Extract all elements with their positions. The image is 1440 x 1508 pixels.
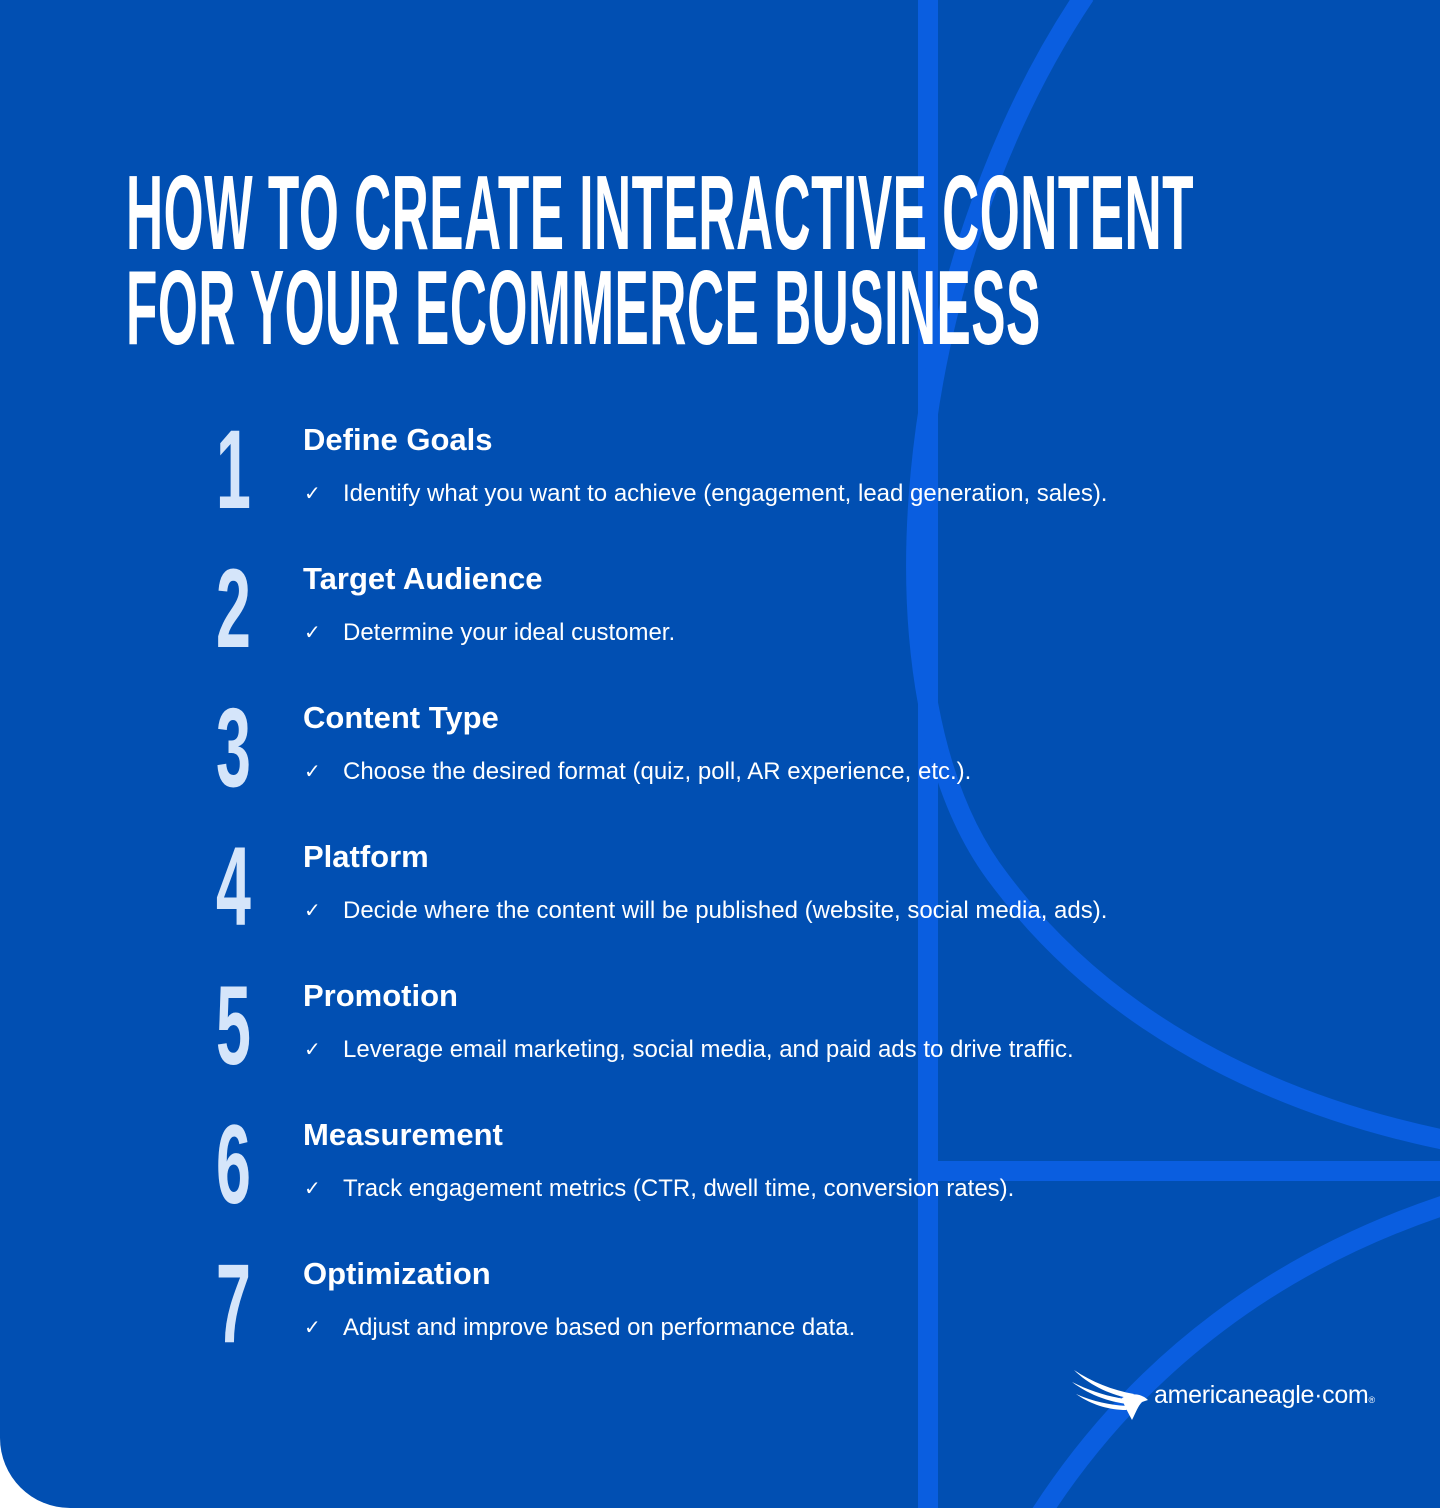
checkmark-icon: ✓ bbox=[304, 761, 321, 783]
step-heading: Target Audience bbox=[303, 561, 543, 596]
checkmark-icon: ✓ bbox=[304, 483, 321, 505]
step-4: 4 Platform ✓ Decide where the content wi… bbox=[0, 831, 1440, 969]
step-heading: Measurement bbox=[303, 1117, 503, 1152]
step-number: 4 bbox=[216, 824, 251, 949]
step-2: 2 Target Audience ✓ Determine your ideal… bbox=[0, 553, 1440, 691]
step-6: 6 Measurement ✓ Track engagement metrics… bbox=[0, 1109, 1440, 1247]
arc-top bbox=[906, 0, 1440, 1150]
step-heading: Define Goals bbox=[303, 422, 493, 457]
page-title-line-2: FOR YOUR ECOMMERCE BUSINESS bbox=[126, 249, 1041, 367]
americaneagle-logo: americaneagle·com ® bbox=[1072, 1368, 1375, 1422]
step-3: 3 Content Type ✓ Choose the desired form… bbox=[0, 692, 1440, 830]
step-heading: Optimization bbox=[303, 1256, 491, 1291]
eagle-icon bbox=[1072, 1370, 1148, 1420]
step-number: 6 bbox=[216, 1102, 251, 1227]
logo-text: americaneagle·com bbox=[1154, 1380, 1369, 1409]
step-heading: Promotion bbox=[303, 978, 458, 1013]
checkmark-icon: ✓ bbox=[304, 1178, 321, 1200]
step-description: Determine your ideal customer. bbox=[343, 619, 676, 646]
arc-bottom bbox=[1032, 1196, 1440, 1508]
checkmark-icon: ✓ bbox=[304, 900, 321, 922]
checkmark-icon: ✓ bbox=[304, 1039, 321, 1061]
step-number: 7 bbox=[216, 1241, 251, 1366]
step-description: Choose the desired format (quiz, poll, A… bbox=[343, 758, 972, 785]
step-description: Adjust and improve based on performance … bbox=[343, 1314, 856, 1341]
step-number: 3 bbox=[216, 685, 251, 810]
registered-mark: ® bbox=[1368, 1395, 1376, 1405]
step-1: 1 Define Goals ✓ Identify what you want … bbox=[0, 414, 1440, 552]
step-description: Decide where the content will be publish… bbox=[343, 897, 1108, 924]
step-5: 5 Promotion ✓ Leverage email marketing, … bbox=[0, 970, 1440, 1108]
step-heading: Platform bbox=[303, 839, 429, 874]
step-heading: Content Type bbox=[303, 700, 499, 735]
step-number: 5 bbox=[216, 963, 251, 1088]
step-description: Track engagement metrics (CTR, dwell tim… bbox=[343, 1175, 1015, 1202]
checkmark-icon: ✓ bbox=[304, 1317, 321, 1339]
step-description: Identify what you want to achieve (engag… bbox=[343, 480, 1108, 507]
step-7: 7 Optimization ✓ Adjust and improve base… bbox=[0, 1248, 1440, 1386]
step-number: 2 bbox=[216, 546, 251, 671]
checkmark-icon: ✓ bbox=[304, 622, 321, 644]
step-number: 1 bbox=[216, 407, 251, 532]
page-title-line-1: HOW TO CREATE INTERACTIVE CONTENT bbox=[126, 154, 1195, 272]
step-description: Leverage email marketing, social media, … bbox=[343, 1036, 1074, 1063]
